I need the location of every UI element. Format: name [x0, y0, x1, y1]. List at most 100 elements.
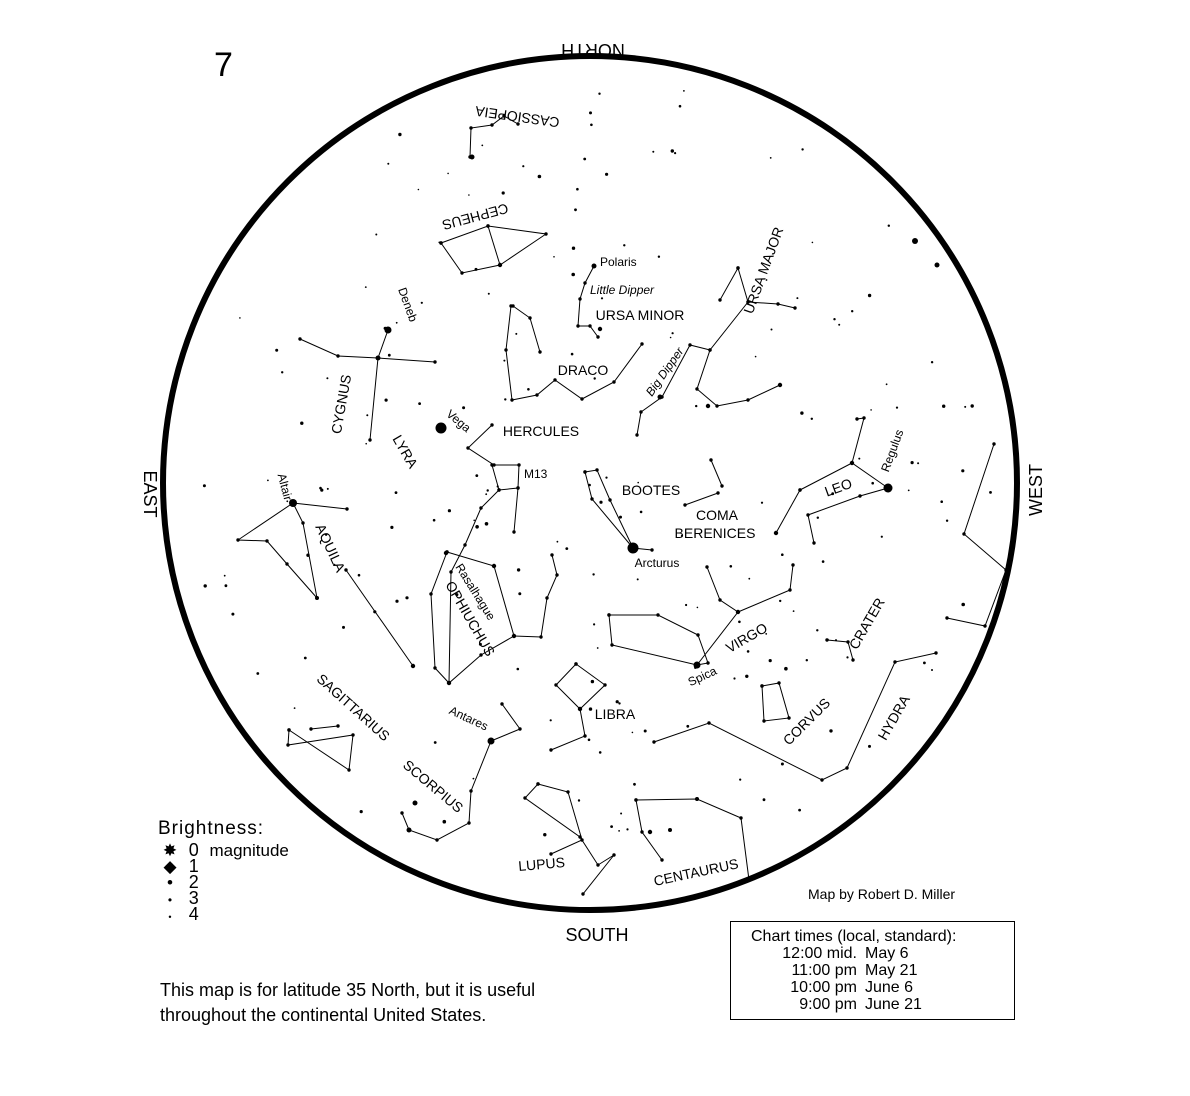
star	[351, 733, 355, 737]
star	[583, 281, 587, 285]
faint-star	[801, 148, 804, 151]
faint-star	[570, 352, 574, 356]
label-cepheus: CEPHEUS	[441, 200, 511, 233]
star	[893, 660, 897, 664]
star	[739, 816, 743, 820]
constellation-figure-line	[310, 725, 339, 730]
constellation-figure-line	[946, 443, 1007, 627]
date-value: June 6	[865, 979, 914, 996]
latitude-note: This map is for latitude 35 North, but i…	[160, 978, 535, 1028]
faint-star	[293, 707, 296, 709]
faint-star	[729, 565, 733, 568]
faint-star	[487, 292, 490, 295]
star	[787, 716, 791, 720]
faint-star	[598, 751, 602, 754]
faint-star	[768, 659, 772, 663]
faint-star	[754, 355, 757, 358]
star	[720, 484, 724, 488]
faint-star	[549, 719, 552, 722]
constellation-figure-line	[299, 338, 436, 363]
faint-star	[910, 461, 914, 465]
faint-star	[880, 535, 883, 538]
faint-star	[267, 479, 269, 482]
faint-star	[593, 377, 596, 380]
star	[588, 324, 592, 328]
star	[539, 635, 543, 639]
star	[788, 588, 792, 592]
faint-star	[639, 510, 643, 514]
label-centaurus: CENTAURUS	[652, 855, 740, 889]
faint-star	[442, 819, 447, 824]
faint-star	[306, 553, 310, 557]
star	[581, 892, 585, 896]
star	[460, 271, 464, 275]
faint-star	[931, 669, 933, 671]
star	[851, 658, 855, 662]
star	[580, 397, 584, 401]
faint-star	[484, 522, 489, 526]
star	[492, 564, 496, 568]
star	[345, 507, 349, 511]
faint-star	[940, 500, 943, 504]
star	[590, 497, 594, 501]
star	[793, 306, 797, 310]
star	[583, 470, 587, 474]
faint-star	[599, 500, 603, 504]
constellation-figure-line	[537, 783, 583, 855]
chart-times-box: Chart times (local, standard): 12:00 mid…	[730, 921, 1015, 1020]
faint-star	[420, 301, 423, 304]
legend-row-3: • 3	[162, 889, 205, 909]
constellation-figure-line	[775, 489, 801, 534]
constellation-figure-line	[440, 225, 548, 274]
faint-star	[473, 519, 476, 522]
star	[640, 830, 644, 834]
constellation-figure-line	[696, 566, 739, 666]
label-ursa-major: URSA MAJOR	[740, 225, 786, 316]
faint-star	[590, 679, 595, 684]
star	[668, 828, 672, 832]
label-scorpius: SCORPIUS	[400, 757, 466, 816]
faint-star	[680, 534, 683, 537]
constellation-figure-line	[851, 417, 865, 464]
star	[791, 563, 795, 567]
star	[760, 684, 764, 688]
constellation-figure-line	[684, 492, 719, 506]
label-corvus: CORVUS	[780, 695, 833, 748]
faint-star	[636, 578, 639, 581]
faint-star	[696, 606, 699, 609]
star	[287, 728, 291, 732]
star	[776, 302, 780, 306]
label-lyra: LYRA	[390, 432, 422, 471]
faint-star	[501, 191, 505, 195]
faint-star	[326, 487, 329, 490]
star	[400, 811, 404, 815]
label-lupus: LUPUS	[518, 854, 566, 874]
faint-star	[418, 402, 421, 405]
star	[469, 789, 473, 793]
faint-star	[515, 332, 518, 335]
faint-star	[623, 244, 626, 247]
label-leo: LEO	[822, 475, 854, 500]
star	[433, 360, 437, 364]
faint-star	[576, 187, 579, 191]
star	[523, 796, 527, 800]
star	[850, 461, 854, 465]
star	[688, 343, 692, 347]
star	[411, 664, 415, 668]
star	[504, 348, 508, 352]
faint-star	[631, 731, 634, 734]
legend-level-2: 2	[188, 872, 199, 892]
faint-star	[942, 404, 946, 408]
star	[479, 506, 483, 510]
star	[236, 538, 240, 542]
faint-star	[286, 500, 289, 503]
faint-star	[605, 476, 608, 479]
faint-star	[792, 610, 795, 612]
star	[298, 337, 302, 341]
faint-star	[438, 241, 441, 244]
star	[774, 531, 778, 535]
star	[612, 380, 616, 384]
faint-star	[588, 483, 591, 487]
